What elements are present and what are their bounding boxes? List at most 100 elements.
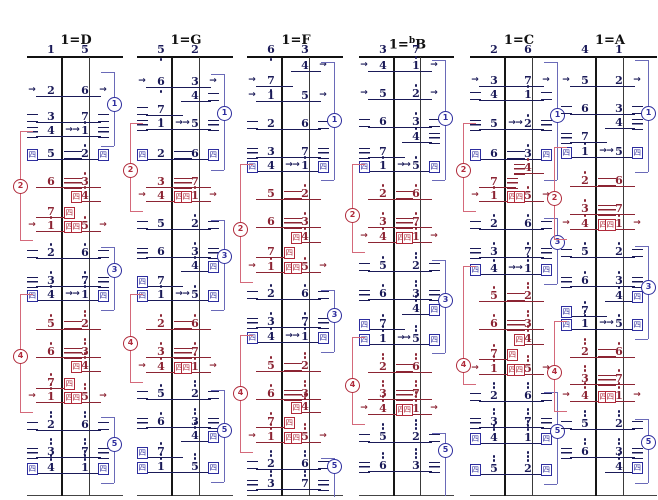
finger-2-mark [631, 249, 643, 257]
octave-dot [492, 186, 496, 189]
finger-4-boxed-mark: 四 [631, 291, 643, 303]
finger-4-boxed-mark: 四 [207, 431, 219, 443]
pitch-tick-line [368, 414, 405, 415]
shift-arrow-icon: → [175, 118, 183, 128]
position-number-circle: 5 [327, 459, 342, 474]
octave-dot [303, 393, 307, 396]
note-number: 1 [157, 460, 165, 473]
note-number: 1 [81, 288, 89, 301]
octave-dot [526, 310, 530, 313]
position-bracket-stub [635, 172, 648, 173]
position-bracket [224, 74, 225, 170]
finger-3-mark [173, 177, 185, 189]
note-number: 4 [47, 461, 55, 474]
octave-dot [303, 212, 307, 215]
finger-3-mark [395, 389, 407, 401]
shift-arrow-icon: → [599, 146, 607, 156]
octave-dot [617, 242, 621, 245]
position-bracket-stub [544, 180, 557, 181]
pitch-tick-line [479, 301, 516, 302]
octave-dot [381, 395, 385, 398]
octave-dot [303, 427, 307, 430]
octave-dot [193, 242, 197, 245]
pitch-tick-line [570, 142, 607, 143]
note-number: 6 [490, 147, 498, 160]
chart-key-title: 1=A [594, 33, 626, 48]
octave-dot [526, 214, 530, 217]
finger-2-mark [136, 221, 148, 229]
note-number: 2 [524, 289, 532, 302]
nut-line [137, 56, 233, 58]
note-number: 4 [157, 189, 165, 202]
note-number: 3 [187, 416, 203, 427]
note-number: 2 [301, 359, 309, 372]
shift-arrow-icon: → [360, 88, 368, 98]
pitch-tick-line [36, 357, 73, 358]
finger-2-mark [428, 434, 440, 442]
finger-2-mark [317, 461, 329, 469]
position-bracket [114, 247, 115, 310]
pitch-tick-line [291, 171, 321, 172]
position-number-circle: 2 [456, 163, 471, 178]
finger-4-boxed-mark: 四 [63, 207, 75, 219]
note-number: 5 [157, 217, 165, 230]
pitch-tick-line [146, 129, 183, 130]
pitch-tick-line [368, 399, 405, 400]
note-number: 1 [267, 430, 275, 443]
pitch-tick-line [291, 242, 321, 243]
note-number: 5 [524, 362, 532, 375]
octave-dot [381, 212, 385, 215]
shift-arrow-icon: → [397, 160, 405, 170]
note-number: 7 [301, 477, 309, 490]
finger-3-mark [631, 118, 643, 130]
note-number: 7 [47, 205, 55, 218]
pitch-tick-line [605, 257, 635, 258]
note-number: 3 [412, 287, 420, 300]
finger-3-mark [428, 461, 440, 473]
position-number-circle: 5 [641, 435, 656, 450]
pitch-tick-line [291, 199, 321, 200]
pitch-tick-line [605, 114, 635, 115]
octave-dot [526, 286, 530, 289]
octave-dot [83, 454, 87, 457]
octave-dot [526, 282, 530, 285]
pitch-tick-line [181, 472, 211, 473]
pitch-tick-line [146, 357, 183, 358]
octave-dot [83, 243, 87, 246]
pitch-tick-line [514, 257, 544, 258]
octave-dot [269, 356, 273, 359]
note-number: 1 [267, 260, 275, 273]
finger-3-mark [469, 119, 481, 131]
note-number: 7 [412, 43, 420, 56]
octave-dot [414, 353, 418, 356]
finger-2-mark [290, 363, 302, 371]
note-number: 4 [191, 429, 199, 442]
finger-4-boxed-mark: 四 [428, 334, 440, 346]
octave-dot [159, 58, 163, 61]
octave-dot [526, 386, 530, 389]
shift-arrow-icon: → [471, 75, 479, 85]
position-bracket-stub [321, 290, 334, 291]
position-bracket-stub [635, 246, 648, 247]
octave-dot [159, 285, 163, 288]
finger-4-boxed-mark: 四 [401, 404, 413, 416]
note-number: 6 [81, 84, 89, 97]
pitch-tick-line [146, 329, 183, 330]
pitch-tick-line [256, 399, 293, 400]
octave-dot [526, 242, 530, 245]
pitch-tick-line [605, 86, 635, 87]
octave-dot [303, 450, 307, 453]
note-number: 7 [43, 377, 59, 388]
note-number: 5 [615, 317, 623, 330]
note-number: 3 [267, 145, 275, 158]
octave-dot [269, 427, 273, 430]
octave-dot [526, 412, 530, 415]
position-bracket-stub [432, 353, 445, 354]
pitch-tick-line [146, 115, 183, 116]
note-number: 5 [581, 417, 589, 430]
octave-dot [303, 470, 307, 473]
pitch-tick-line [479, 159, 516, 160]
note-number: 6 [267, 43, 275, 56]
octave-dot [617, 414, 621, 417]
pitch-tick-line [146, 427, 183, 428]
